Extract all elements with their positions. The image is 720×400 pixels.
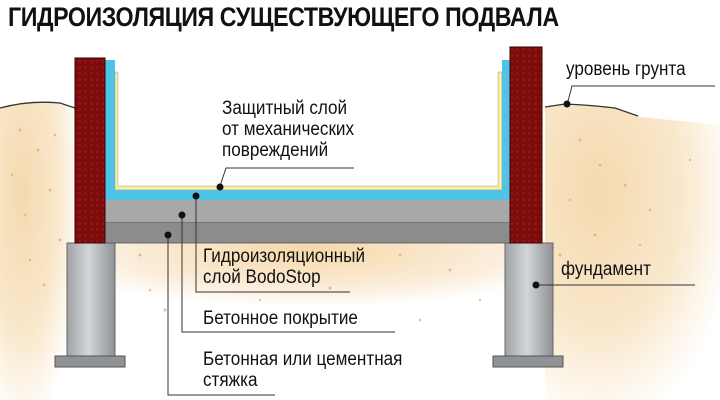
leader-dots xyxy=(164,100,571,289)
brick-wall-right xyxy=(509,46,543,244)
label-screed-line2: стяжка xyxy=(203,370,258,391)
label-foundation: фундамент xyxy=(561,259,651,280)
label-concrete-cover: Бетонное покрытие xyxy=(203,308,358,329)
soil-specks xyxy=(10,128,692,322)
protective-layer xyxy=(114,71,503,191)
label-screed-line1: Бетонная или цементная xyxy=(203,349,403,370)
concrete-layer xyxy=(105,200,517,222)
label-ground-level: уровень грунта xyxy=(566,59,686,80)
label-protective-line1: Защитный слой xyxy=(222,98,348,119)
leader-lines xyxy=(167,85,715,396)
soil-left xyxy=(0,101,76,400)
diagram-title: ГИДРОИЗОЛЯЦИЯ СУЩЕСТВУЮЩЕГО ПОДВАЛА xyxy=(8,2,559,32)
label-waterproofing-line1: Гидроизоляционный xyxy=(203,246,366,267)
soil-right xyxy=(544,103,720,400)
label-waterproofing-line2: слой BodoStop xyxy=(203,267,321,288)
foundation-pillar-right xyxy=(492,242,564,368)
soil-under-slab xyxy=(110,243,510,323)
label-protective-line2: от механических xyxy=(222,119,355,140)
brick-wall-left xyxy=(74,57,106,244)
label-protective-line3: повреждений xyxy=(222,140,329,161)
